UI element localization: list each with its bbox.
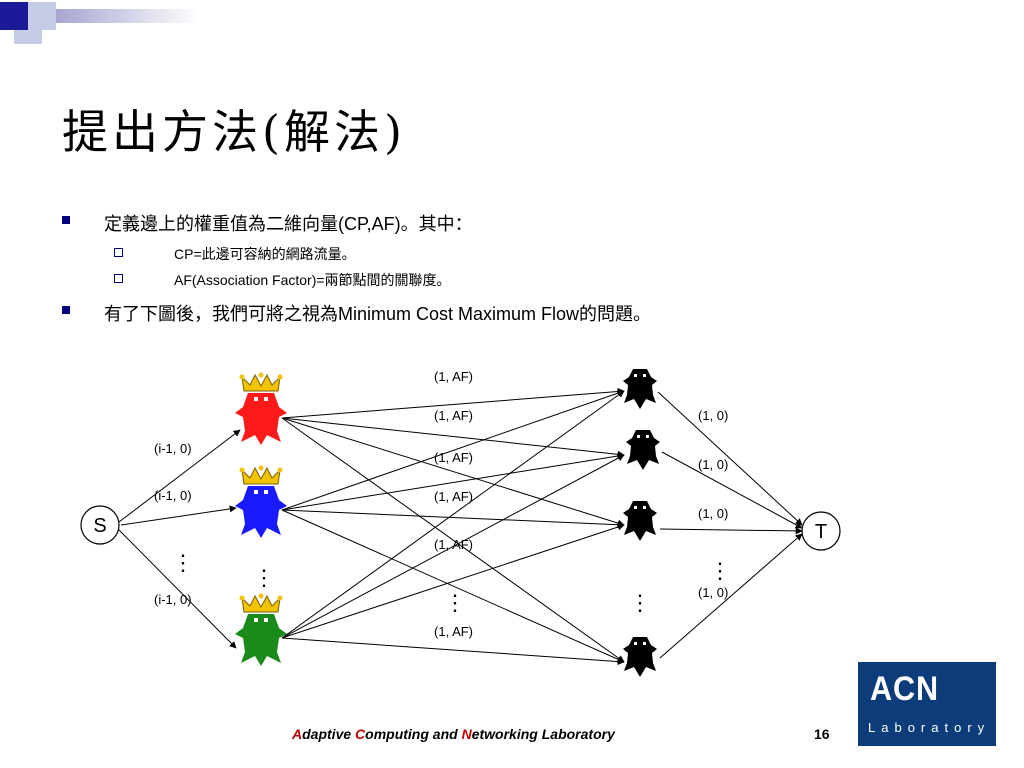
bullet-text: 有了下圖後，我們可將之視為Minimum Cost Maximum Flow的問… [104, 304, 652, 324]
edge-left-2-to-right-3 [281, 637, 625, 666]
header-decoration [0, 2, 200, 44]
source-node: S [80, 505, 120, 545]
black-pawn-2-icon [626, 430, 660, 470]
footer-initial-c: C [355, 726, 366, 742]
header-square-dark [0, 2, 28, 30]
source-edge-label: (i-1, 0) [154, 592, 192, 607]
acn-logo: ACN Laboratory [858, 662, 996, 746]
edge-left-1-to-right-3 [281, 509, 625, 663]
hollow-square-bullet-icon [114, 248, 123, 257]
blue-king-icon [235, 465, 287, 538]
middle-edge-label: (1, AF) [434, 489, 473, 504]
edge-right-2-to-t [659, 527, 803, 535]
ellipsis-right-nodes: ⋮ [629, 590, 651, 615]
sub-bullet-text: CP=此邊可容納的網路流量。 [174, 246, 356, 262]
sink-edge-label: (1, 0) [698, 506, 728, 521]
edge-left-1-to-right-0 [281, 389, 625, 511]
source-edge-label: (i-1, 0) [154, 488, 192, 503]
middle-edge-label: (1, AF) [434, 537, 473, 552]
sink-node: T [801, 511, 841, 551]
edge-right-3-to-t [659, 533, 803, 659]
edge-left-0-to-right-2 [281, 417, 625, 527]
edge-labels: (i-1, 0) (i-1, 0) (i-1, 0) (1, AF) (1, AF) (1… [154, 369, 731, 639]
edge-left-1-to-right-2 [281, 509, 625, 529]
edge-right-0-to-t [657, 391, 803, 526]
logo-main-text: ACN [870, 670, 940, 708]
sink-edge-label: (1, 0) [698, 457, 728, 472]
footer-lab-name: Adaptive Computing and Networking Labora… [292, 726, 615, 742]
edge-s-to-blue [120, 505, 237, 526]
footer-word-networking: etworking Laboratory [471, 726, 615, 742]
middle-edge-label: (1, AF) [434, 369, 473, 384]
header-square-light-2 [14, 30, 42, 44]
edge-left-2-to-right-0 [281, 390, 625, 639]
edge-right-1-to-t [661, 451, 803, 529]
red-king-icon [235, 372, 287, 445]
edge-s-to-red [118, 429, 241, 523]
source-node-label: S [93, 515, 106, 537]
edge-left-2-to-right-1 [281, 454, 625, 639]
edge-left-0-to-right-1 [281, 417, 625, 458]
sink-edge-label: (1, 0) [698, 585, 728, 600]
edge-left-0-to-right-3 [281, 417, 625, 663]
square-bullet-icon [62, 306, 70, 314]
black-pawn-4-icon [623, 637, 657, 677]
footer-initial-n: N [461, 726, 472, 742]
ellipsis-source-edges: ⋮ [172, 550, 194, 575]
source-edge-label: (i-1, 0) [154, 441, 192, 456]
ellipsis-sink-edges: ⋮ [709, 558, 731, 583]
logo-sub-text: Laboratory [868, 720, 991, 735]
sink-node-label: T [815, 521, 827, 543]
bullet-text: 定義邊上的權重值為二維向量(CP,AF)。其中： [104, 214, 473, 234]
edge-left-1-to-right-1 [281, 452, 625, 511]
green-king-icon [235, 593, 287, 666]
middle-edge-label: (1, AF) [434, 408, 473, 423]
middle-edge-label: (1, AF) [434, 624, 473, 639]
footer-word-adaptive: daptive [302, 726, 356, 742]
header-square-light [28, 2, 56, 30]
middle-edge-label: (1, AF) [434, 450, 473, 465]
black-pawn-3-icon [623, 501, 657, 541]
page-number: 16 [814, 726, 830, 742]
footer-word-computing: omputing and [365, 726, 462, 742]
edge-left-2-to-right-2 [281, 523, 625, 639]
ellipsis-left-nodes: ⋮ [253, 565, 275, 590]
square-bullet-icon [62, 216, 70, 224]
slide-title: 提出方法(解法) [62, 105, 406, 159]
hollow-square-bullet-icon [114, 274, 123, 283]
edge-left-0-to-right-0 [281, 388, 625, 419]
sink-edge-label: (1, 0) [698, 408, 728, 423]
ellipsis-middle-edges: ⋮ [444, 590, 466, 615]
edge-s-to-green [118, 529, 237, 649]
header-bar [56, 9, 200, 23]
sub-bullet-text: AF(Association Factor)=兩節點間的關聯度。 [174, 272, 451, 288]
edges [118, 388, 803, 666]
footer-initial-a: A [292, 726, 303, 742]
black-pawn-1-icon [623, 369, 657, 409]
